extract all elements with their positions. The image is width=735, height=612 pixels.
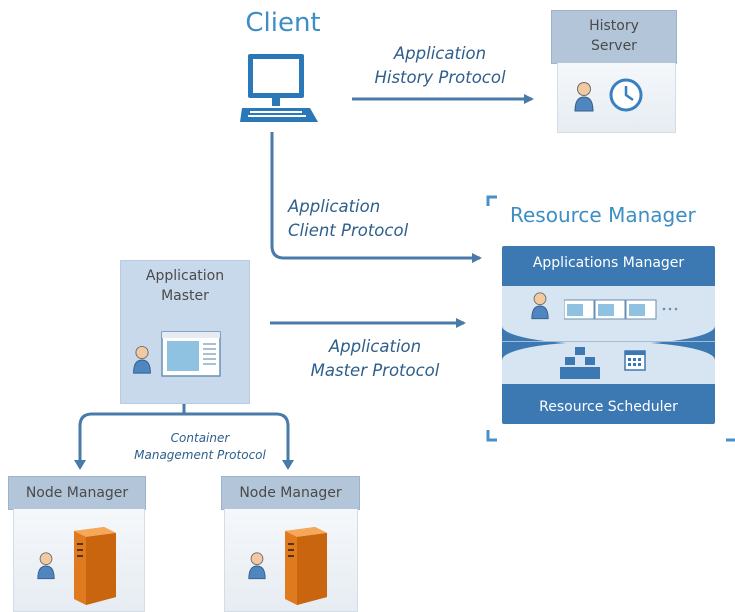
history-server-title: History Server [589,18,639,54]
node-manager-header-2: Node Manager [221,476,360,510]
user-icon [133,345,151,374]
resource-scheduler-label: Resource Scheduler [539,399,678,415]
node-manager-body-2 [224,509,358,612]
node-manager-title: Node Manager [25,485,129,501]
server-icon [285,527,327,605]
user-icon [37,552,55,580]
container-management-protocol-label: Container Management Protocol [134,431,266,462]
applications-manager-label: Applications Manager [532,255,685,271]
user-icon [531,292,549,320]
node-manager-body-1 [13,509,145,612]
application-master-title: Application Master [145,268,225,304]
server-icon [74,527,116,605]
client-rm-arrow [270,132,482,263]
scheduler-band [502,342,715,384]
calendar-icon [624,350,646,371]
application-window-icons [564,299,678,320]
history-server-header: History Server [551,10,677,64]
node-manager-header-1: Node Manager [8,476,146,510]
rm-bracket-bl [486,430,497,442]
client-title: Client [245,8,321,38]
resource-manager-title: Resource Manager [510,203,696,227]
user-icon [248,552,266,580]
container-arrows [78,402,290,462]
application-window-icon [161,331,221,377]
node-manager-title: Node Manager [239,485,342,501]
band-divider [502,341,715,342]
application-history-protocol-label: Application History Protocol [374,44,506,87]
history-server-body [557,63,676,133]
computer-icon [240,54,318,122]
resource-manager-panel: Applications Manager [502,246,715,424]
application-client-protocol-label: Application Client Protocol [288,197,409,240]
application-master-protocol-label: Application Master Protocol [310,337,440,380]
hierarchy-icon [560,347,600,379]
rm-bracket-tl [486,195,497,206]
application-master-box: Application Master [120,260,250,404]
clock-icon [609,78,643,112]
user-icon [574,82,594,112]
